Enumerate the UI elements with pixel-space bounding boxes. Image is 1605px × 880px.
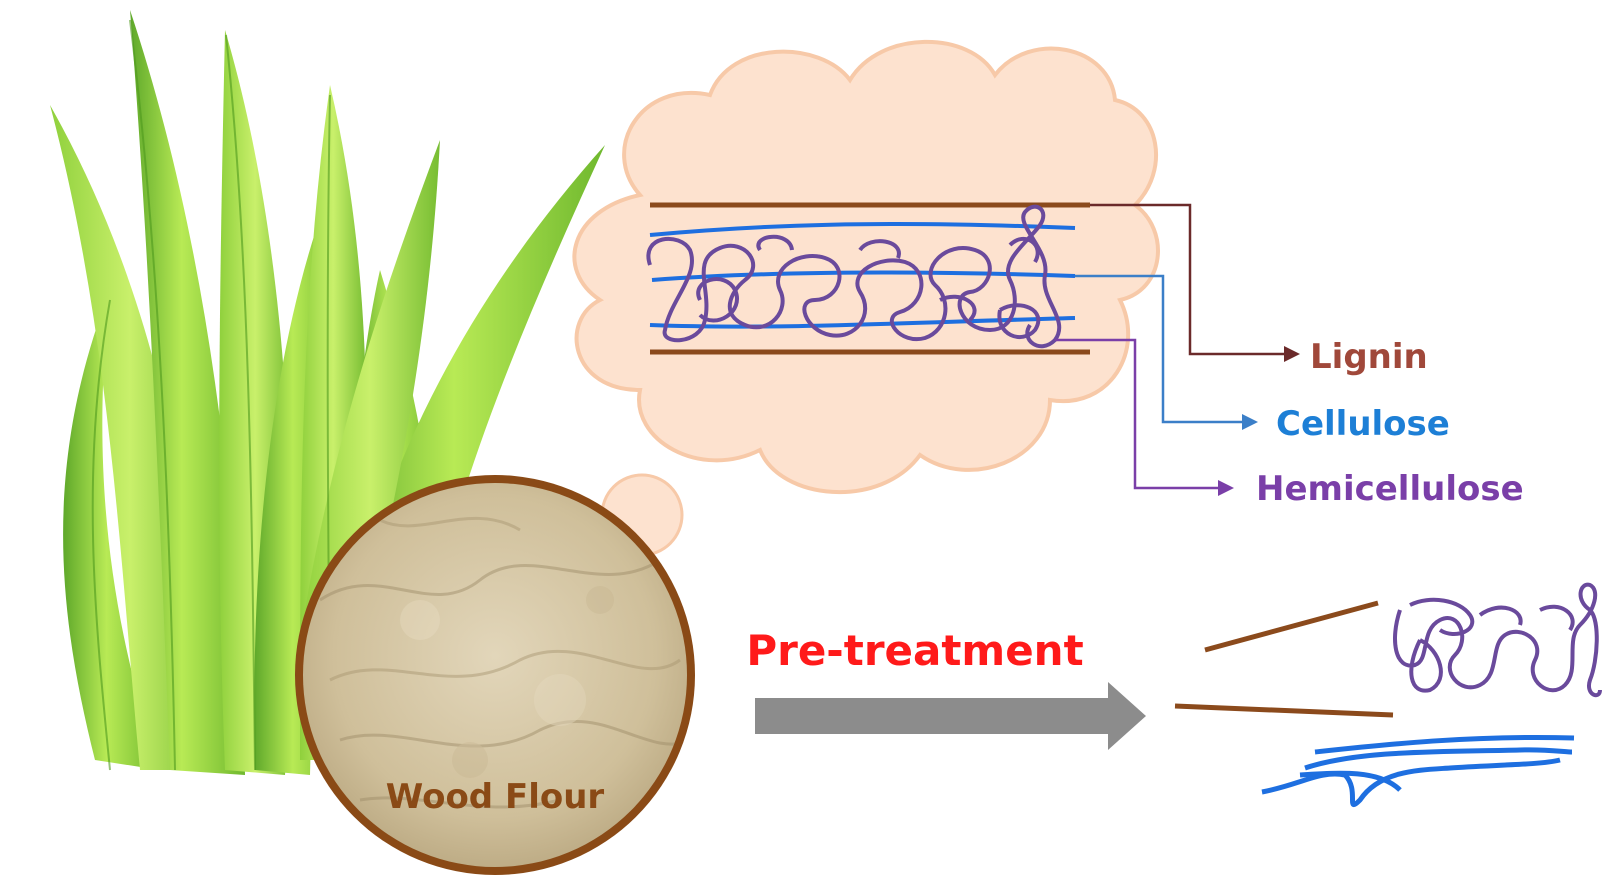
- hemicellulose-tangle: [646, 204, 1062, 349]
- label-cellulose: Cellulose: [1276, 404, 1450, 444]
- wood-flour-circle: Wood Flour: [295, 475, 695, 875]
- cellulose-strand: [649, 222, 1076, 237]
- flour-texture: [319, 516, 687, 809]
- lignin-connector: [1090, 203, 1300, 362]
- cellulose-connector: [1075, 274, 1258, 430]
- grass-blade: [130, 10, 245, 775]
- separated-cellulose: [1261, 734, 1575, 808]
- separated-hemicellulose: [1393, 582, 1602, 698]
- label-pretreatment: Pre-treatment: [746, 626, 1083, 675]
- hemicellulose-tangle: [696, 234, 1041, 340]
- label-hemicellulose: Hemicellulose: [1256, 469, 1524, 509]
- hemicellulose-connector: [1055, 338, 1234, 496]
- grass-blade: [63, 290, 161, 770]
- pretreatment-arrow: [755, 682, 1146, 750]
- grass-blade: [300, 140, 440, 640]
- lignocellulose-structure: [646, 202, 1090, 355]
- label-wood-flour: Wood Flour: [386, 777, 605, 817]
- label-lignin: Lignin: [1310, 337, 1428, 377]
- separated-lignin: [1174, 600, 1394, 718]
